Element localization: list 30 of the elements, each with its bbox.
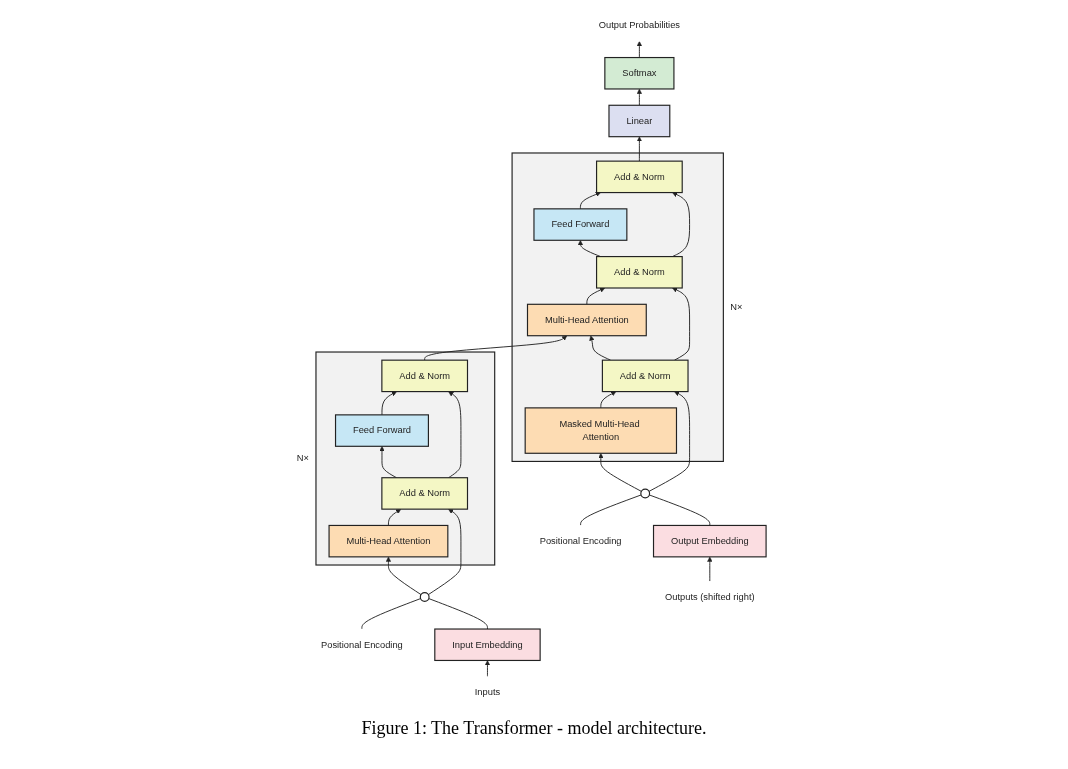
node-text: Positional Encoding: [539, 535, 622, 546]
node-box: Add & Norm: [380, 477, 468, 510]
node-text: Output Probabilities: [598, 20, 680, 31]
connector: [361, 598, 421, 630]
cluster: [511, 152, 724, 462]
node-box: Add & Norm: [595, 160, 683, 194]
node-box: Feed Forward: [532, 208, 627, 241]
node-text: Outputs (shifted right): [664, 591, 755, 602]
node-box: Softmax: [603, 56, 675, 90]
node-text: Inputs: [474, 687, 500, 698]
node-circle: [419, 592, 430, 602]
node-circle: [639, 488, 650, 499]
figure-caption: Figure 1: The Transformer - model architecture.: [361, 718, 707, 738]
node-text: Positional Encoding: [320, 639, 403, 650]
node-box: Multi-Head Attention: [328, 524, 448, 558]
node-box: Masked Multi-Head Attention: [524, 407, 677, 454]
connector: [648, 494, 710, 526]
node-box: Add & Norm: [601, 359, 689, 393]
node-label: N×: [729, 301, 743, 312]
node-box: Add & Norm: [595, 256, 683, 289]
node-box: Add & Norm: [380, 359, 468, 393]
node-box: Output Embedding: [652, 524, 767, 558]
node-label: N×: [296, 453, 309, 464]
node-box: Input Embedding: [433, 628, 541, 662]
node-box: Linear: [607, 104, 670, 138]
connector: [427, 598, 488, 630]
cluster: [314, 351, 495, 566]
connector: [579, 494, 642, 526]
node-box: Multi-Head Attention: [526, 303, 647, 337]
node-box: Feed Forward: [334, 414, 429, 447]
